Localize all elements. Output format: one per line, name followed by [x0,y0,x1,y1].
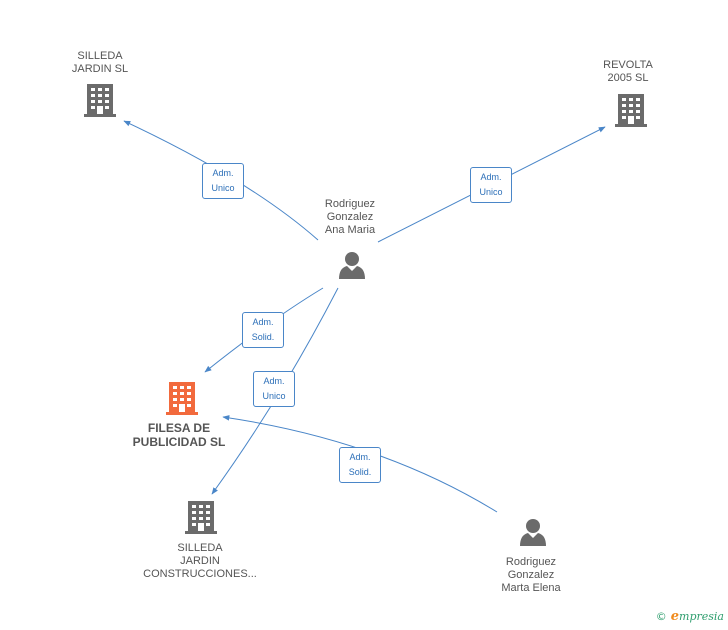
edge-label-ana-to-revolta: Adm. Unico [470,167,512,203]
person-icon[interactable] [339,252,365,279]
edge-label-ana-to-construcciones: Adm. Unico [253,371,295,407]
copyright-icon: © [655,610,667,623]
building-icon[interactable] [185,501,217,534]
brand-logo[interactable]: ©empresia [656,609,724,624]
building-icon-main[interactable] [166,382,198,415]
edge-label-ana-to-silleda: Adm. Unico [202,163,244,199]
node-label-revolta[interactable]: REVOLTA 2005 SL [603,59,653,84]
node-label-rodriguez-ana[interactable]: Rodriguez Gonzalez Ana Maria [324,198,376,236]
person-icon[interactable] [520,519,546,546]
edge-label-marta-to-filesa: Adm. Solid. [339,447,381,483]
brand-name: mpresia [679,610,724,623]
building-icon[interactable] [84,84,116,117]
node-label-rodriguez-marta[interactable]: Rodriguez Gonzalez Marta Elena [501,556,561,594]
brand-initial: e [670,609,680,624]
node-label-filesa[interactable]: FILESA DE PUBLICIDAD SL [132,421,226,449]
building-icon[interactable] [615,94,647,127]
edge-label-ana-to-filesa: Adm. Solid. [242,312,284,348]
node-label-silleda-jardin[interactable]: SILLEDA JARDIN SL [71,50,129,75]
node-label-silleda-construcciones[interactable]: SILLEDA JARDIN CONSTRUCCIONES... [143,542,257,580]
